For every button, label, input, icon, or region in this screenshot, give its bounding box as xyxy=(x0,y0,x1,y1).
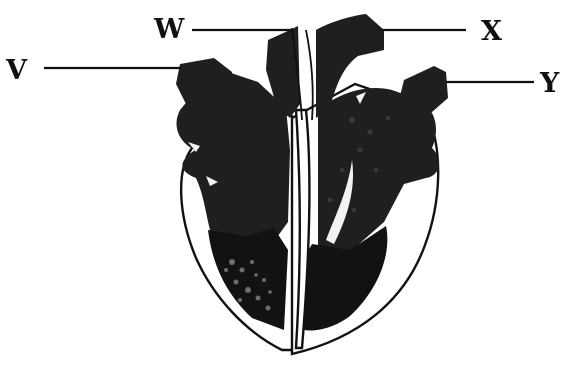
heart-body xyxy=(176,72,439,354)
label-y: Y xyxy=(539,68,560,99)
label-x: X xyxy=(481,16,502,47)
label-w: W xyxy=(153,14,185,45)
label-v: V xyxy=(5,55,28,86)
vessel-x-edge xyxy=(306,30,313,120)
vessel-v xyxy=(176,58,236,110)
